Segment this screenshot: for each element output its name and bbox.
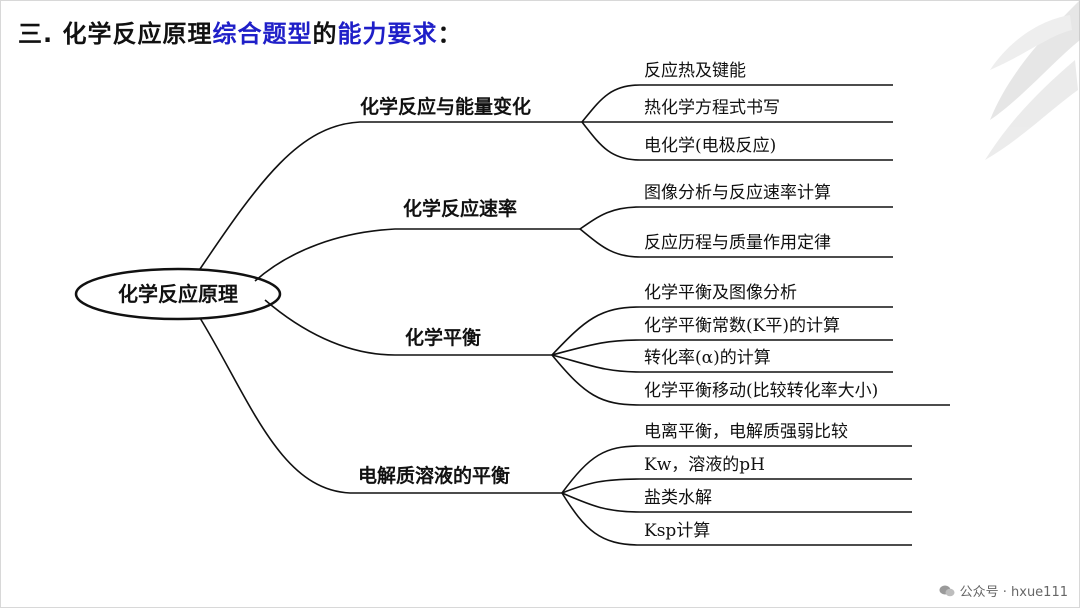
- wechat-icon: [939, 585, 955, 596]
- watermark-label: 公众号 · hxue111: [959, 585, 1068, 600]
- leaf-label: 图像分析与反应速率计算: [644, 183, 831, 203]
- leaf-label: 反应历程与质量作用定律: [644, 233, 831, 253]
- leaf-label: Kw，溶液的pH: [644, 455, 765, 475]
- leaf-label: 化学平衡移动(比较转化率大小): [644, 381, 878, 401]
- leaf-label: Ksp计算: [644, 521, 710, 541]
- title-highlight-2: 能力要求: [337, 20, 438, 48]
- leaf-label: 电化学(电极反应): [644, 136, 776, 156]
- leaf-label: 化学平衡常数(K平)的计算: [644, 316, 840, 336]
- title-prefix: 三. 化学反应原理: [18, 20, 213, 48]
- leaf-label: 热化学方程式书写: [644, 98, 780, 118]
- title-suffix: ：: [437, 20, 463, 48]
- leaf-label: 反应热及键能: [644, 61, 746, 81]
- root-node: 化学反应原理: [74, 267, 282, 321]
- title-highlight-1: 综合题型: [212, 20, 313, 48]
- leaf-label: 转化率(α)的计算: [644, 348, 771, 368]
- branch-label-energy: 化学反应与能量变化: [360, 95, 531, 118]
- title-middle: 的: [312, 20, 338, 48]
- branch-label-equilibrium: 化学平衡: [405, 326, 481, 349]
- branch-label-electrolyte: 电解质溶液的平衡: [358, 464, 510, 487]
- connector-root-rate: [254, 228, 580, 282]
- leaf-decoration: [985, 0, 1080, 160]
- branch-label-rate: 化学反应速率: [403, 197, 517, 220]
- slide-title: 三. 化学反应原理综合题型的能力要求：: [18, 14, 462, 49]
- root-label: 化学反应原理: [118, 282, 238, 306]
- leaf-label: 电离平衡，电解质强弱比较: [644, 422, 848, 442]
- leaf-label: 化学平衡及图像分析: [644, 283, 797, 303]
- connector-root-equilibrium: [264, 299, 552, 356]
- watermark: 公众号 · hxue111: [939, 581, 1068, 600]
- leaf-label: 盐类水解: [644, 488, 712, 508]
- connector-root-electrolyte: [199, 317, 562, 494]
- connector-root-energy: [199, 121, 582, 270]
